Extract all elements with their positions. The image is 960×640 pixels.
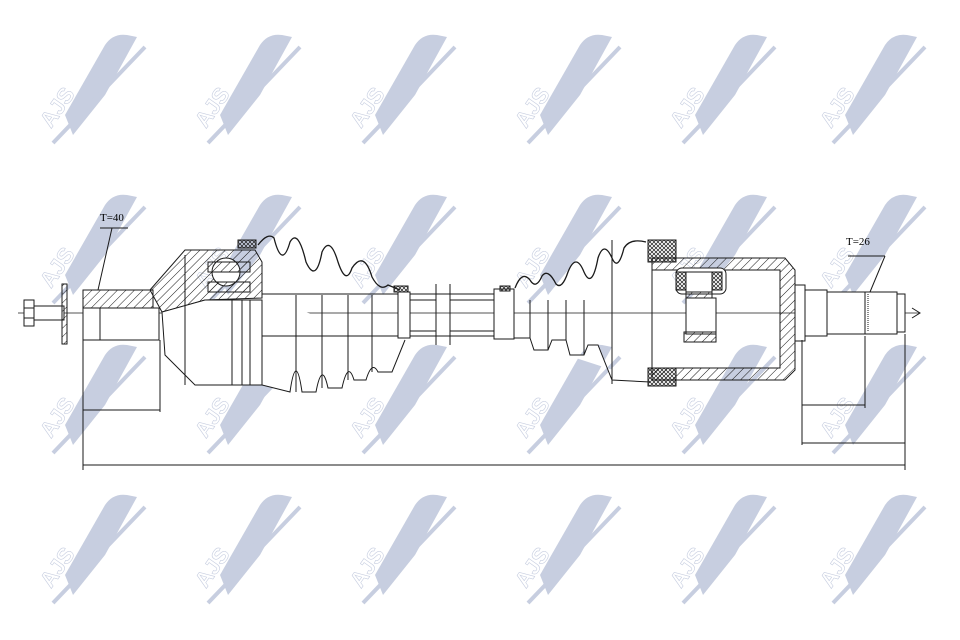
outer-cv-joint: [149, 239, 263, 386]
left-bolt: [23, 283, 68, 345]
outer-boot: [257, 235, 409, 393]
left-stub-shaft: [82, 289, 160, 341]
inner-boot: [493, 240, 651, 384]
inner-tripod-joint: [647, 239, 796, 387]
right-stub-shaft: [794, 284, 921, 342]
dimension-lines: [82, 334, 906, 470]
leader-right: [869, 255, 886, 293]
main-shaft: [262, 284, 500, 345]
leader-left: [97, 227, 113, 291]
label-right-spline: T=26: [846, 236, 870, 248]
label-left-spline: T=40: [100, 212, 124, 224]
